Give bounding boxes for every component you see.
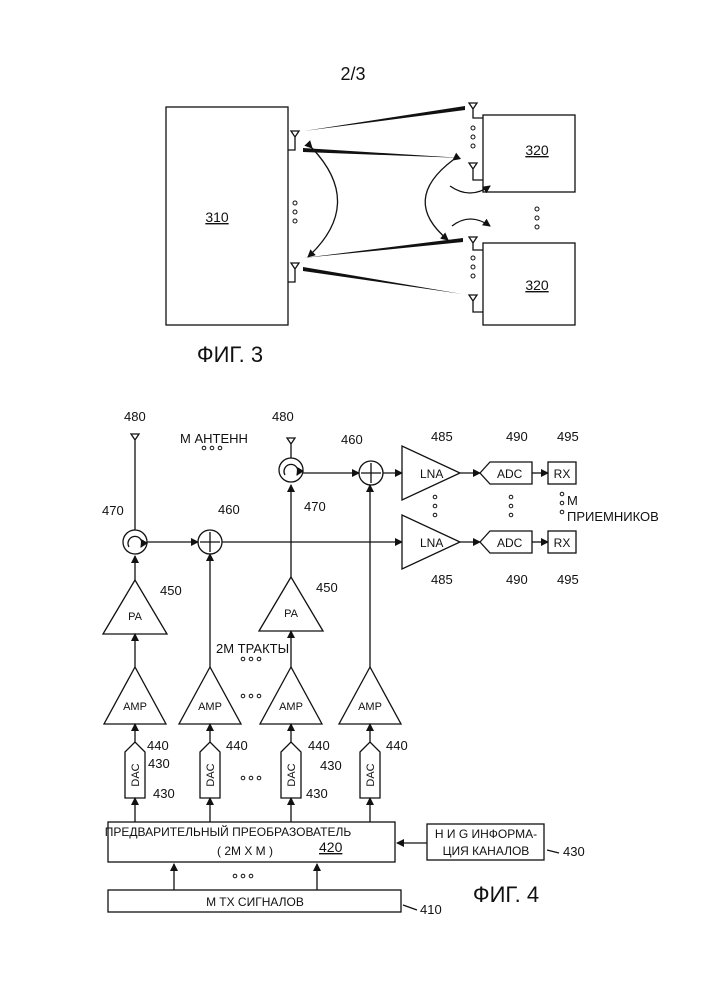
beam-links — [303, 106, 465, 294]
antenna-left-icon — [131, 434, 139, 531]
ref-490-bottom: 490 — [506, 572, 528, 587]
ref-430-channel: 430 — [563, 844, 585, 859]
m-receivers-label-2: ПРИЕМНИКОВ — [567, 509, 659, 524]
pa-right — [259, 577, 323, 631]
amp-1-label: AMP — [123, 701, 147, 713]
paths-label: 2M ТРАКТЫ — [216, 641, 289, 656]
ref-440-2: 440 — [226, 738, 248, 753]
adc-bottom-label: ADC — [497, 536, 523, 550]
curved-arrow-320 — [425, 160, 453, 240]
rx-top-label: RX — [554, 467, 571, 481]
precoder-label-1: ПРЕДВАРИТЕЛЬНЫЙ ПРЕОБРАЗОВАТЕЛЬ — [105, 824, 352, 839]
pa-right-label: PA — [284, 608, 299, 620]
dac-3-label: DAC — [286, 763, 298, 786]
antenna-right-icon — [287, 438, 295, 458]
amp-3-label: AMP — [279, 701, 303, 713]
precoder-label-2: ( 2M X M ) — [217, 844, 273, 858]
channel-info-label-2: ЦИЯ КАНАЛОВ — [443, 844, 530, 858]
dac-4-label: DAC — [365, 763, 377, 786]
ref-470-left: 470 — [102, 503, 124, 518]
ref-470-right: 470 — [304, 499, 326, 514]
figure-3: 310 320 320 — [166, 103, 575, 367]
pa-left-label: PA — [128, 611, 143, 623]
ref-460-left: 460 — [218, 502, 240, 517]
curved-arrow-310 — [308, 148, 338, 257]
rx-bottom-label: RX — [554, 536, 571, 550]
fig3-caption: ФИГ. 3 — [197, 342, 263, 367]
curved-arrow-small-bottom — [452, 219, 490, 226]
ref-495-top: 495 — [557, 429, 579, 444]
circulator-right — [279, 458, 303, 482]
ellipsis-dots — [293, 201, 297, 223]
figure-4: 480 480 M АНТЕНН 470 470 460 460 LNA LNA… — [102, 409, 659, 917]
ref-490-top: 490 — [506, 429, 528, 444]
adc-top-label: ADC — [497, 467, 523, 481]
ref-440-4: 440 — [386, 738, 408, 753]
amp-3 — [260, 667, 322, 724]
amp-2 — [179, 667, 241, 724]
ref-485-top: 485 — [431, 429, 453, 444]
circulator-left — [123, 530, 147, 554]
pa-left — [103, 580, 167, 634]
block-320-top-label: 320 — [525, 142, 549, 158]
lna-bottom-label: LNA — [420, 536, 443, 550]
precoder-ref: 420 — [319, 839, 343, 855]
ref-430-3: 430 — [306, 786, 328, 801]
ref-480-right: 480 — [272, 409, 294, 424]
amp-4 — [339, 667, 401, 724]
fig4-caption: ФИГ. 4 — [473, 882, 539, 907]
ref-480-left: 480 — [124, 409, 146, 424]
amp-1 — [104, 667, 166, 724]
ref-430-4: 430 — [320, 758, 342, 773]
amp-2-label: AMP — [198, 701, 222, 713]
m-receivers-label-1: M — [567, 493, 578, 508]
ref-440-1: 440 — [147, 738, 169, 753]
ref-495-bottom: 495 — [557, 572, 579, 587]
tx-signals-label: M TX СИГНАЛОВ — [206, 895, 304, 909]
ref-430-1: 430 — [148, 756, 170, 771]
page-number: 2/3 — [340, 64, 365, 84]
ref-450-left: 450 — [160, 583, 182, 598]
amp-4-label: AMP — [358, 701, 382, 713]
lna-top-label: LNA — [420, 467, 443, 481]
dac-1-label: DAC — [130, 763, 142, 786]
ref-460-right: 460 — [341, 432, 363, 447]
m-antennas-label: M АНТЕНН — [180, 431, 248, 446]
ref-485-bottom: 485 — [431, 572, 453, 587]
ref-410: 410 — [420, 902, 442, 917]
antenna-310-bottom-icon — [288, 263, 299, 282]
ref-430-2: 430 — [153, 786, 175, 801]
ref-440-3: 440 — [308, 738, 330, 753]
block-320-bottom-label: 320 — [525, 277, 549, 293]
channel-info-label-1: H И G ИНФОРМА- — [435, 827, 537, 841]
dac-2-label: DAC — [205, 763, 217, 786]
ref-450-right: 450 — [316, 580, 338, 595]
block-310-label: 310 — [205, 209, 229, 225]
antenna-310-top-icon — [288, 131, 299, 150]
